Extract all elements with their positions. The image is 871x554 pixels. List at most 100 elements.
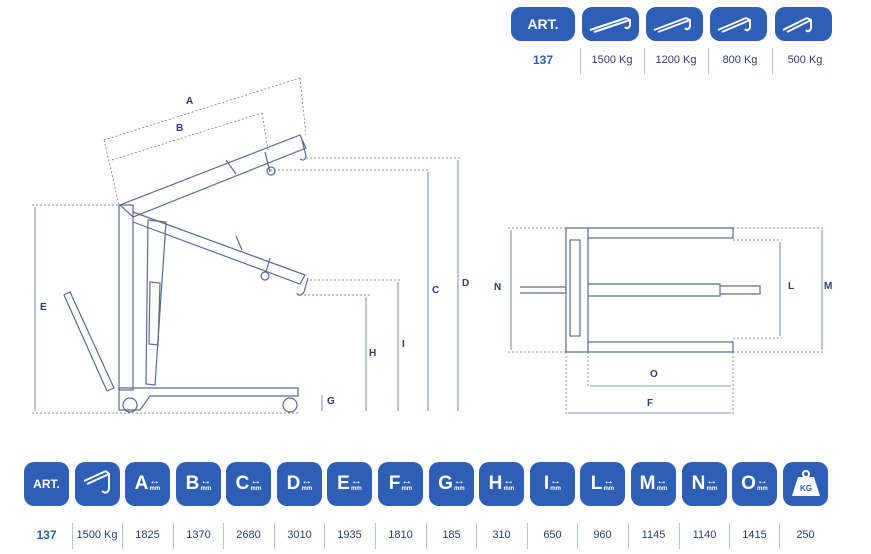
double-arrow-icon: ↔: [756, 475, 768, 487]
dimension-lines-top: [508, 227, 825, 415]
mm-unit: mm: [250, 486, 262, 492]
dimension-label-l: L: [788, 281, 795, 292]
bottom-weight-value: 250: [796, 529, 815, 541]
mm-unit: mm: [503, 486, 515, 492]
top-art-value: 137: [532, 53, 554, 67]
mm-unit: mm: [603, 486, 615, 492]
dimension-label-a: A: [186, 96, 194, 107]
mm-unit: mm: [301, 486, 313, 492]
mm-unit: mm: [757, 486, 768, 492]
dimension-arrow-mm: ↔mm: [756, 475, 768, 493]
crane-boom-position-1-icon: [582, 7, 639, 41]
top-capacity-4: 500 Kg: [787, 54, 823, 66]
bottom-separator: [577, 523, 578, 549]
bottom-separator: [426, 523, 427, 549]
mm-unit: mm: [200, 486, 212, 492]
dimension-label-g: G: [327, 396, 335, 407]
double-arrow-icon: ↔: [656, 475, 668, 487]
bottom-separator: [679, 523, 680, 549]
double-arrow-icon: ↔: [250, 475, 262, 487]
crane-technical-drawing: [32, 77, 825, 415]
dimension-arrow-mm: ↔mm: [503, 475, 515, 493]
dimension-value-i: 650: [543, 529, 562, 541]
mm-unit: mm: [706, 486, 718, 492]
bottom-separator: [476, 523, 477, 549]
double-arrow-icon: ↔: [503, 475, 515, 487]
dimension-badge-n: N↔mm: [682, 462, 727, 506]
dimension-badge-e: E↔mm: [327, 462, 372, 506]
dimension-letter: F: [388, 473, 401, 494]
dimension-arrow-mm: ↔mm: [200, 475, 212, 493]
dimension-label-i: I: [402, 339, 405, 350]
dimension-value-m: 1145: [641, 529, 666, 541]
bottom-separator: [223, 523, 224, 549]
bottom-separator: [628, 523, 629, 549]
dimension-arrow-mm: ↔mm: [656, 475, 668, 493]
bottom-separator: [729, 523, 730, 549]
bottom-separator: [375, 523, 376, 549]
dimension-label-f: F: [647, 398, 654, 409]
double-arrow-icon: ↔: [401, 475, 413, 487]
dimension-label-m: M: [824, 281, 833, 292]
dimension-letter: H: [488, 473, 503, 494]
dimension-letter: C: [235, 473, 250, 494]
top-art-label: ART.: [527, 16, 559, 32]
bottom-separator: [779, 523, 780, 549]
bottom-art-label: ART.: [33, 477, 60, 491]
dimension-letter: E: [337, 473, 350, 494]
dimension-badge-b: B↔mm: [176, 462, 221, 506]
mm-unit: mm: [351, 486, 362, 492]
top-separator: [644, 48, 645, 74]
dimension-badge-d: D↔mm: [277, 462, 322, 506]
dimension-arrow-mm: ↔mm: [401, 475, 413, 493]
dimension-badge-c: C↔mm: [226, 462, 271, 506]
top-art-badge: ART.: [511, 7, 575, 41]
dimension-label-c: C: [432, 285, 440, 296]
dimension-badge-i: I↔mm: [530, 462, 575, 506]
mm-unit: mm: [454, 486, 465, 492]
crane-boom-position-2-icon: [646, 7, 703, 41]
dimension-value-o: 1415: [742, 529, 767, 541]
double-arrow-icon: ↔: [550, 475, 562, 487]
dimension-letter: M: [639, 473, 656, 494]
dimension-label-e: E: [40, 302, 47, 313]
dimension-letter: N: [691, 473, 706, 494]
bottom-hook-value: 1500 Kg: [76, 529, 118, 541]
bottom-separator: [527, 523, 528, 549]
double-arrow-icon: ↔: [301, 475, 313, 487]
bottom-separator: [274, 523, 275, 549]
dimension-value-c: 2680: [236, 529, 261, 541]
top-capacity-1: 1500 Kg: [591, 54, 633, 66]
double-arrow-icon: ↔: [453, 475, 465, 487]
dimension-badge-l: L↔mm: [580, 462, 625, 506]
dimension-value-b: 1370: [186, 529, 211, 541]
mm-unit: mm: [656, 486, 668, 492]
dimension-badge-m: M↔mm: [631, 462, 676, 506]
double-arrow-icon: ↔: [149, 475, 161, 487]
dimension-letter: L: [590, 473, 603, 494]
dimension-letter: B: [185, 473, 200, 494]
mm-unit: mm: [550, 486, 561, 492]
dimension-arrows-top: [510, 230, 823, 414]
crane-hook-icon: [75, 462, 120, 506]
dimension-arrow-mm: ↔mm: [550, 475, 562, 493]
dimension-badge-g: G↔mm: [429, 462, 474, 506]
top-separator: [708, 48, 709, 74]
dimension-value-h: 310: [492, 529, 511, 541]
top-separator: [580, 48, 581, 74]
bottom-separator: [72, 523, 73, 549]
dimension-arrow-mm: ↔mm: [603, 476, 615, 493]
bottom-separator: [122, 523, 123, 549]
double-arrow-icon: ↔: [200, 475, 212, 487]
dimension-value-d: 3010: [287, 529, 312, 541]
dimension-value-e: 1935: [337, 529, 362, 541]
dimension-label-o: O: [650, 369, 658, 380]
dimension-value-a: 1825: [135, 529, 160, 541]
top-separator: [772, 48, 773, 74]
crane-top-view: [520, 227, 761, 353]
dimension-letter: A: [134, 473, 149, 494]
dimension-badge-f: F↔mm: [378, 462, 423, 506]
dimension-value-n: 1140: [692, 529, 717, 541]
dimension-badge-h: H↔mm: [479, 462, 524, 506]
dimension-letter: D: [286, 473, 301, 494]
